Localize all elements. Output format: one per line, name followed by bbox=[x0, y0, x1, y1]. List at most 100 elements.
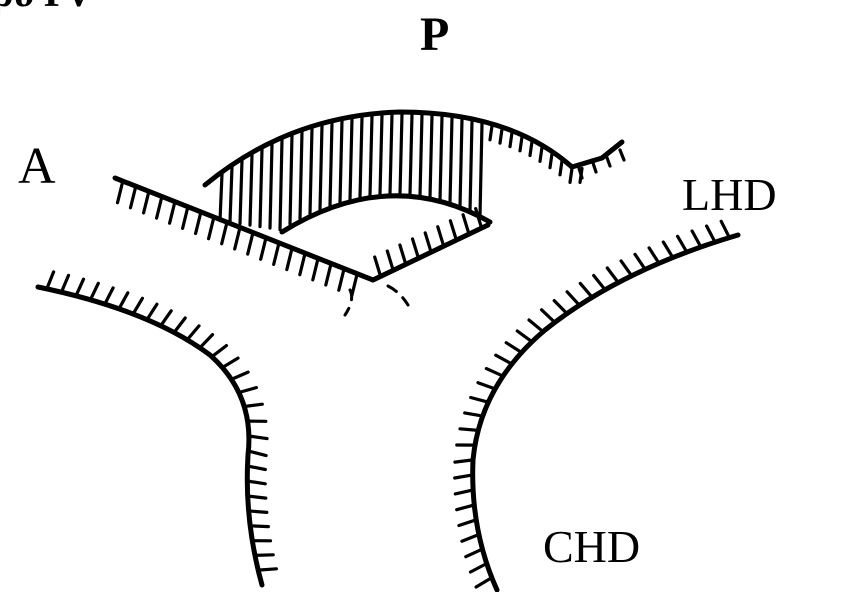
wall-tick bbox=[239, 388, 257, 393]
wall-tick bbox=[352, 274, 357, 296]
wall-tick bbox=[663, 242, 673, 258]
wall-tick bbox=[455, 490, 473, 494]
wall-tick bbox=[187, 326, 199, 340]
hatch-line bbox=[470, 121, 472, 211]
wall-tick bbox=[457, 505, 475, 510]
wall-tick bbox=[649, 248, 659, 263]
hatch-line bbox=[490, 126, 492, 140]
hatch-line bbox=[560, 161, 562, 175]
wall-tick bbox=[222, 358, 238, 367]
lhd-label: LHD bbox=[682, 169, 777, 220]
wall-tick bbox=[255, 555, 273, 556]
wall-tick bbox=[231, 372, 248, 379]
posterior-hatched-flap bbox=[205, 112, 624, 232]
wall-tick bbox=[635, 254, 645, 269]
wall-tick bbox=[471, 398, 489, 403]
wall-tick bbox=[707, 226, 716, 242]
wall-tick bbox=[161, 311, 172, 326]
hatch-line bbox=[280, 139, 282, 229]
wall-tick bbox=[607, 268, 618, 283]
wall-tick bbox=[387, 251, 393, 270]
wall-tick bbox=[61, 275, 68, 292]
wall-tick bbox=[465, 413, 483, 416]
wall-tick bbox=[496, 355, 512, 364]
hatch-line bbox=[440, 116, 442, 200]
wall-tick bbox=[131, 186, 136, 208]
wall-tick bbox=[133, 298, 142, 314]
hatch-line bbox=[230, 167, 232, 222]
wall-tick bbox=[542, 310, 555, 323]
wall-tick bbox=[248, 496, 266, 498]
wall-tick bbox=[170, 202, 175, 224]
wall-tick bbox=[235, 227, 240, 249]
wall-tick bbox=[200, 335, 213, 348]
hatch-line bbox=[540, 147, 542, 161]
wall-tick bbox=[554, 301, 567, 314]
wall-tick bbox=[249, 511, 267, 513]
hatch-line bbox=[530, 142, 532, 156]
wall-tick bbox=[157, 197, 162, 219]
wall-tick bbox=[326, 263, 331, 285]
hatch-line bbox=[310, 128, 312, 214]
wall-tick bbox=[459, 520, 476, 526]
hatch-line bbox=[570, 168, 572, 182]
hatch-line bbox=[320, 126, 322, 210]
wall-tick bbox=[174, 318, 185, 333]
wall-tick bbox=[118, 181, 123, 203]
wall-tick bbox=[517, 331, 532, 342]
wall-tick bbox=[183, 207, 188, 229]
wall-tick bbox=[47, 272, 54, 289]
wall-tick bbox=[119, 293, 128, 309]
hatch-line bbox=[350, 119, 352, 200]
hatch-line bbox=[400, 114, 402, 194]
wall-tick bbox=[400, 245, 406, 264]
wall-tick bbox=[300, 253, 305, 275]
hatch-line bbox=[380, 115, 382, 194]
hatch-line bbox=[450, 117, 452, 202]
wall-tick bbox=[455, 460, 473, 462]
wall-tick bbox=[196, 212, 201, 234]
hatch-line bbox=[290, 135, 292, 224]
hatch-line bbox=[500, 129, 502, 143]
wall-tick bbox=[506, 343, 521, 353]
hatch-line bbox=[390, 114, 392, 194]
hatch-line bbox=[300, 132, 302, 219]
hatch-line bbox=[410, 114, 412, 194]
hatch-line bbox=[620, 150, 624, 160]
wall-tick bbox=[258, 569, 276, 570]
wall-tick bbox=[375, 257, 381, 276]
wall-tick bbox=[450, 221, 456, 240]
wall-tick bbox=[471, 564, 487, 573]
hatch-line bbox=[550, 154, 552, 168]
wall-tick bbox=[247, 481, 265, 484]
wall-tick bbox=[621, 261, 632, 276]
wall-tick bbox=[274, 243, 279, 265]
wall-tick bbox=[463, 215, 469, 234]
wall-tick bbox=[460, 429, 478, 431]
hatch-line bbox=[510, 133, 512, 147]
wall-tick bbox=[567, 292, 579, 305]
wall-tick bbox=[478, 383, 495, 389]
wall-tick bbox=[147, 304, 157, 319]
wall-tick bbox=[455, 475, 473, 478]
hatch-line bbox=[606, 155, 610, 166]
chd-label: CHD bbox=[543, 521, 640, 572]
hatch-line bbox=[340, 121, 342, 203]
wall-tick bbox=[529, 320, 543, 332]
hatch-line bbox=[370, 116, 372, 196]
hatch-line bbox=[430, 115, 432, 197]
wall-tick bbox=[313, 258, 318, 280]
wall-tick bbox=[248, 233, 253, 255]
wall-tick bbox=[90, 283, 98, 300]
wall-tick bbox=[721, 221, 729, 237]
wall-tick bbox=[466, 549, 483, 557]
hatch-line bbox=[360, 117, 362, 197]
wall-tick bbox=[209, 217, 214, 239]
corner-fragment-label: ρυ Γν bbox=[0, 0, 88, 15]
wall-tick bbox=[594, 276, 605, 290]
hatch-line bbox=[420, 115, 422, 196]
hatch-line bbox=[330, 123, 332, 206]
hatch-line bbox=[270, 144, 272, 228]
wall-tick bbox=[76, 279, 84, 296]
wall-tick bbox=[476, 578, 492, 587]
